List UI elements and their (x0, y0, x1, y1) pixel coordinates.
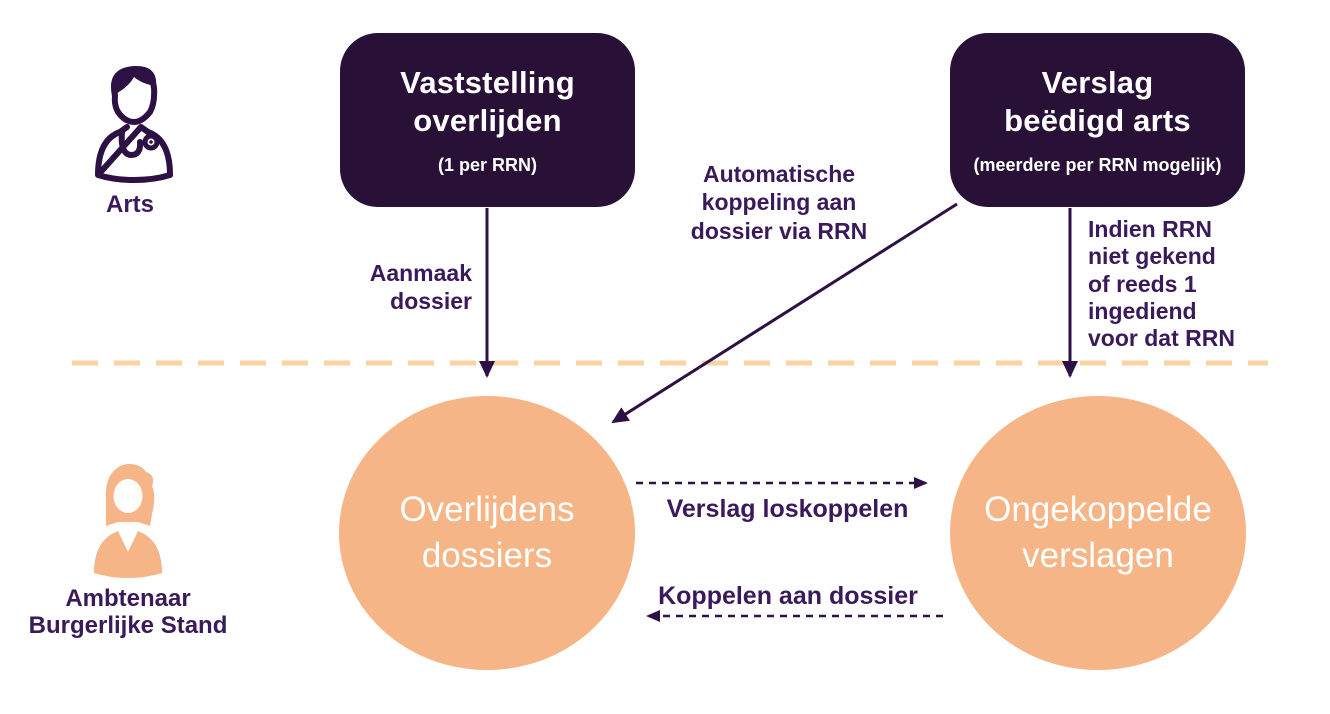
verslag-box-subtitle: (meerdere per RRN mogelijk) (973, 154, 1222, 175)
vaststelling-box-title: Vaststelling overlijden (400, 65, 575, 138)
verslag-loskoppelen-label: Verslag loskoppelen (666, 495, 909, 523)
overlijdensdossiers-circle: Overlijdens dossiers (339, 396, 635, 670)
ongekoppelde-verslagen-circle: Ongekoppelde verslagen (950, 396, 1246, 670)
vaststelling-overlijden-box: Vaststelling overlijden (1 per RRN) (340, 33, 635, 207)
aanmaak-dossier-label: Aanmaak dossier (369, 260, 472, 315)
doctor-actor-label: Arts (105, 191, 154, 218)
koppelen-aan-dossier-label: Koppelen aan dossier (658, 582, 918, 610)
vaststelling-box-subtitle: (1 per RRN) (437, 154, 537, 175)
ongekoppelde-verslagen-label: Ongekoppelde verslagen (984, 489, 1212, 575)
indien-rrn-label: Indien RRN niet gekend of reeds 1 ingedi… (1088, 216, 1235, 352)
civil-servant-actor-label: Ambtenaar Burgerlijke Stand (28, 585, 228, 639)
automatische-koppeling-label: Automatische koppeling aan dossier via R… (690, 161, 868, 244)
overlijdensdossiers-label: Overlijdens dossiers (399, 489, 575, 575)
verslag-beedigd-arts-box: Verslag beëdigd arts (meerdere per RRN m… (950, 33, 1245, 207)
civil-servant-icon (94, 464, 162, 578)
doctor-icon (95, 65, 173, 183)
verslag-box-title: Verslag beëdigd arts (1004, 65, 1191, 138)
